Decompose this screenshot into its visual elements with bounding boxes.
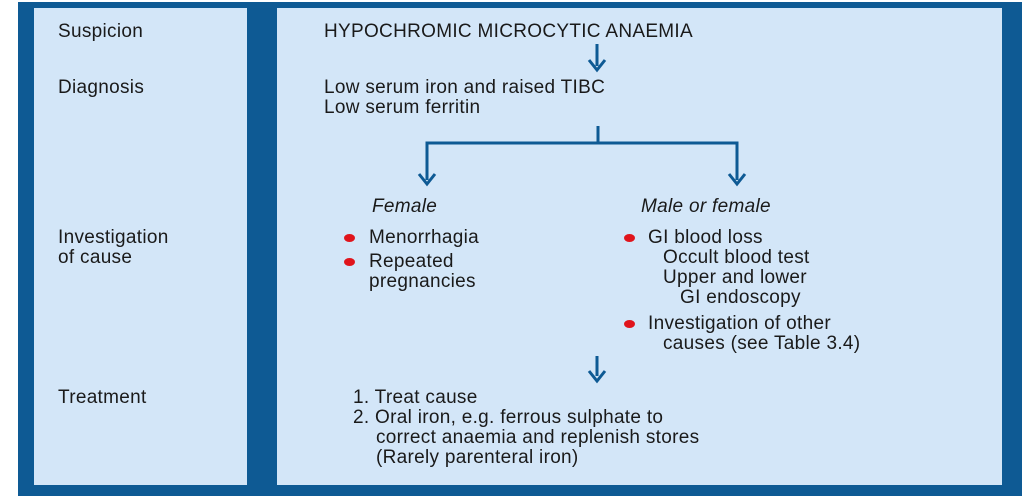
- branch-heading-male-female: Male or female: [641, 196, 771, 217]
- cause-item: Investigation of other: [648, 313, 831, 334]
- diagnosis-line: Low serum iron and raised TIBC: [324, 77, 606, 98]
- bullet: [344, 234, 355, 242]
- cause-item: causes (see Table 3.4): [663, 333, 861, 354]
- bullet: [624, 320, 635, 328]
- arrowhead: [587, 59, 607, 73]
- cause-item: GI blood loss: [648, 227, 763, 248]
- cause-detail: Upper and lower: [663, 267, 807, 288]
- bullet: [624, 234, 635, 242]
- treatment-line: (Rarely parenteral iron): [376, 447, 579, 468]
- cause-item: pregnancies: [369, 271, 476, 292]
- flowchart-panel: [277, 8, 1002, 485]
- suspicion-text: HYPOCHROMIC MICROCYTIC ANAEMIA: [324, 21, 693, 42]
- label-investigation: Investigation: [58, 227, 169, 248]
- arrowhead-female: [417, 173, 437, 187]
- arrowhead: [587, 370, 607, 384]
- treatment-line: 1. Treat cause: [353, 387, 478, 408]
- cause-detail: GI endoscopy: [680, 287, 801, 308]
- arrowhead-male-female: [727, 173, 747, 187]
- bullet: [344, 258, 355, 266]
- label-treatment: Treatment: [58, 387, 147, 408]
- branch-connector: [425, 141, 739, 180]
- cause-item: Menorrhagia: [369, 227, 479, 248]
- cause-detail: Occult blood test: [663, 247, 810, 268]
- label-diagnosis: Diagnosis: [58, 77, 145, 98]
- treatment-line: 2. Oral iron, e.g. ferrous sulphate to: [353, 407, 664, 428]
- cause-item: Repeated: [369, 251, 454, 272]
- treatment-line: correct anaemia and replenish stores: [376, 427, 700, 448]
- stage-label-panel: [34, 8, 247, 485]
- label-investigation-cont: of cause: [58, 247, 133, 268]
- diagnosis-line: Low serum ferritin: [324, 97, 481, 118]
- branch-heading-female: Female: [372, 196, 438, 217]
- label-suspicion: Suspicion: [58, 21, 144, 42]
